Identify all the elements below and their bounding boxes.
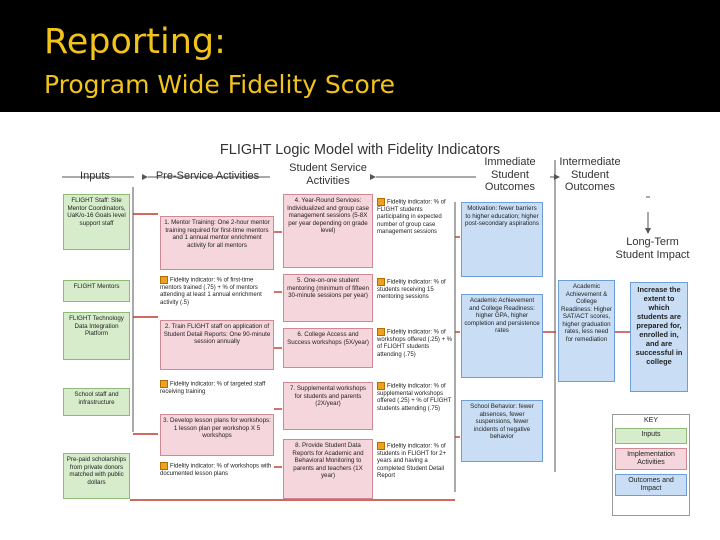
student-service-activity-4: 4. Year-Round Services: Individualized a…	[283, 194, 373, 268]
logic-model-diagram: FLIGHT Logic Model with Fidelity Indicat…	[0, 112, 720, 540]
column-header-inputs: Inputs	[80, 170, 110, 182]
legend-item-inputs: Inputs	[615, 427, 687, 444]
column-header-pre-service: Pre-Service Activities	[155, 170, 260, 182]
pre-service-fidelity-2: Fidelity indicator: % of targeted staff …	[160, 380, 266, 395]
pre-service-activity-3: 3. Develop lesson plans for workshops: 1…	[160, 414, 274, 456]
legend-item-activities: Implementation Activities	[615, 447, 687, 470]
fidelity-badge-icon	[160, 380, 168, 388]
student-service-fidelity-6: Fidelity indicator: % of workshops offer…	[377, 328, 453, 358]
fidelity-badge-icon	[160, 462, 168, 470]
immediate-outcome-academic: Academic Achievement and College Readine…	[461, 294, 543, 378]
column-header-long-term: Long-Term Student Impact	[615, 236, 690, 261]
immediate-outcome-motivation: Motivation: fewer barriers to higher edu…	[461, 202, 543, 277]
input-mentors: FLIGHT Mentors	[63, 280, 130, 302]
slide-header: Reporting: Program Wide Fidelity Score	[0, 0, 720, 112]
column-header-immediate: Immediate Student Outcomes	[484, 156, 536, 194]
input-staff: FLIGHT Staff: Site Mentor Coordinators, …	[63, 194, 130, 250]
input-school-staff: School staff and infrastructure	[63, 388, 130, 416]
student-service-activity-8: 8. Provide Student Data Reports for Acad…	[283, 439, 373, 499]
fidelity-badge-icon	[160, 276, 168, 284]
immediate-outcome-behavior: School Behavior: fewer absences, fewer s…	[461, 400, 543, 462]
slide-title: Reporting:	[44, 22, 226, 62]
connector-lines	[62, 160, 651, 501]
legend-key: KEY Inputs Implementation Activities Out…	[612, 414, 690, 516]
legend-title: KEY	[643, 417, 658, 424]
fidelity-badge-icon	[377, 278, 385, 286]
diagram-title: FLIGHT Logic Model with Fidelity Indicat…	[219, 142, 501, 158]
pre-service-fidelity-1: Fidelity indicator: % of first-time ment…	[160, 276, 262, 306]
student-service-fidelity-8: Fidelity indicator: % of students in FLI…	[377, 442, 447, 479]
pre-service-activity-1: 1. Mentor Training: One 2-hour mentor tr…	[160, 216, 274, 270]
student-service-fidelity-7: Fidelity indicator: % of supplemental wo…	[377, 382, 452, 412]
legend-item-outcomes: Outcomes and Impact	[615, 473, 687, 496]
fidelity-badge-icon	[377, 442, 385, 450]
long-term-impact: Increase the extent to which students ar…	[630, 282, 688, 392]
pre-service-fidelity-3: Fidelity indicator: % of workshops with …	[160, 462, 272, 477]
student-service-activity-5: 5. One-on-one student mentoring (minimum…	[283, 274, 373, 322]
student-service-fidelity-4: Fidelity indicator: % of FLIGHT students…	[377, 198, 446, 235]
fidelity-badge-icon	[377, 328, 385, 336]
pre-service-activity-2: 2. Train FLIGHT staff on application of …	[160, 320, 274, 370]
student-service-activity-7: 7. Supplemental workshops for students a…	[283, 382, 373, 430]
student-service-activity-6: 6. College Access and Success workshops …	[283, 328, 373, 368]
fidelity-badge-icon	[377, 382, 385, 390]
slide-subtitle: Program Wide Fidelity Score	[44, 70, 395, 99]
input-scholarships: Pre-paid scholarships from private donor…	[63, 453, 130, 499]
student-service-fidelity-5: Fidelity indicator: % of students receiv…	[377, 278, 446, 301]
column-header-intermediate: Intermediate Student Outcomes	[559, 156, 621, 194]
input-technology: FLIGHT Technology Data Integration Platf…	[63, 312, 130, 360]
intermediate-outcome-academic: Academic Achievement & College Readiness…	[558, 280, 615, 382]
column-header-student-service: Student Service Activities	[289, 162, 367, 187]
fidelity-badge-icon	[377, 198, 385, 206]
